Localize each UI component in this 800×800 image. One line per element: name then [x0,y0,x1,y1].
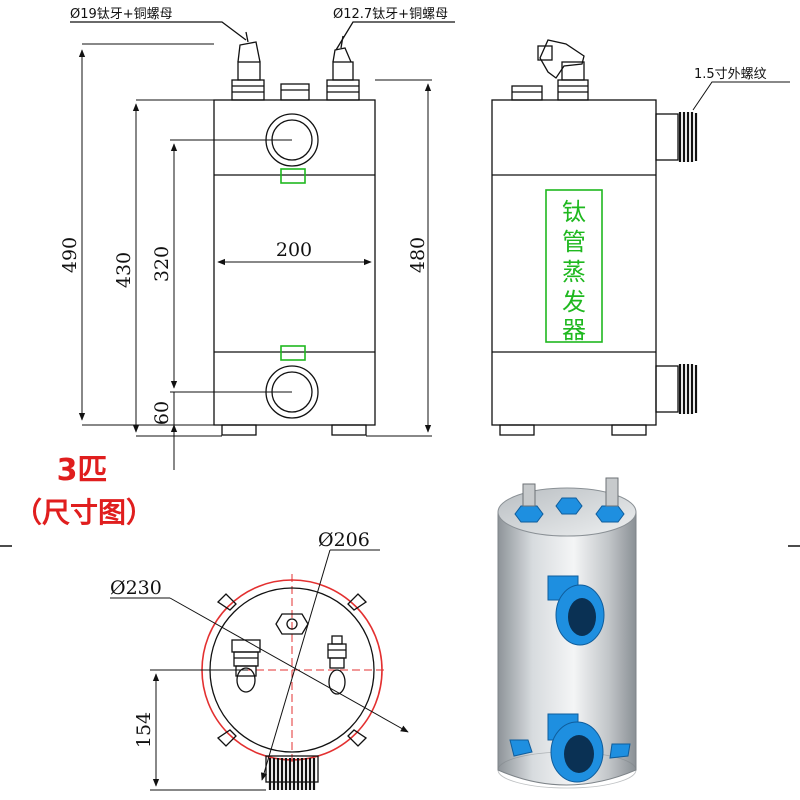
dim-diameter-230: Ø230 [110,577,162,599]
dim-320: 320 [151,246,173,282]
dim-diameter-206: Ø206 [318,529,370,551]
top-fitting-left [231,639,261,693]
dim-154: 154 [133,712,155,748]
note-thread: 1.5寸外螺纹 [694,67,767,82]
green-marker-top [280,168,306,184]
photo-top-fitting-left [514,505,544,523]
dim-200: 200 [276,239,312,261]
title-capacity: 3匹 [57,453,108,488]
dim-60: 60 [151,401,173,425]
bottom-threaded-port [265,755,319,783]
front-top-fitting-right [326,35,360,101]
green-label-box [545,189,603,343]
front-top-fitting-middle [280,83,310,101]
hex-nut [275,613,309,635]
front-foot-right [331,424,367,436]
green-marker-bottom [280,345,306,361]
vertical-label-char-5: 器 [562,316,586,344]
vertical-label-char-1: 钛 [562,198,586,226]
top-view [110,549,409,791]
front-top-fitting-left [231,31,265,101]
title-dimension-drawing: （尺寸图） [14,496,154,529]
note-left-fitting: Ø19钛牙+铜螺母 [70,7,173,22]
dim-490: 490 [59,237,81,273]
front-foot-left [221,424,257,436]
vertical-label-char-3: 蒸 [562,258,586,286]
dim-480: 480 [407,237,429,273]
product-photo [497,477,637,789]
front-view [70,21,455,470]
side-view [491,39,790,436]
vertical-label-char-4: 发 [562,288,586,316]
photo-top-fitting-right [595,505,625,523]
dim-430: 430 [113,252,135,288]
vertical-label-char-2: 管 [562,228,586,256]
top-fitting-right [327,635,347,695]
photo-top-fitting-middle [555,497,583,515]
note-right-fitting: Ø12.7钛牙+铜螺母 [333,7,448,22]
